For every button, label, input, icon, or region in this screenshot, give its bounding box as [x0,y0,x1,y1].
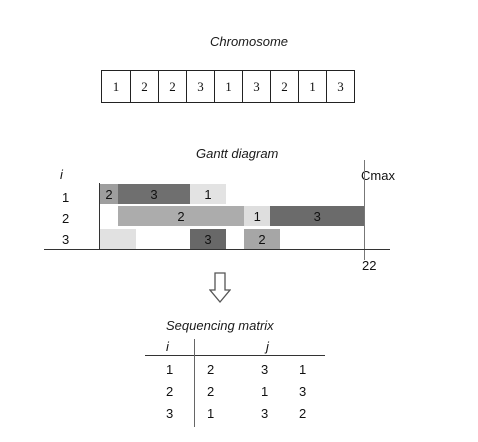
seq-column-separator [194,339,195,427]
gene-cell: 2 [270,71,298,102]
gantt-title: Gantt diagram [196,146,279,161]
seq-row-1-j2: 3 [261,362,269,377]
gantt-bar: 1 [190,184,226,204]
gene-cell: 1 [298,71,326,102]
gantt-bar: 2 [118,206,244,226]
seq-row-1-j1: 2 [207,362,215,377]
seq-row-3-j3: 2 [299,406,307,421]
seq-row-2-j3: 3 [299,384,307,399]
seq-row-2-j2: 1 [261,384,269,399]
gantt-bar: 1 [244,206,271,226]
seq-row-3-j2: 3 [261,406,269,421]
gantt-row-label-1: 1 [62,190,70,205]
gantt-bar: 3 [270,206,364,226]
seq-header-rule [145,355,325,356]
seq-row-2-i: 2 [166,384,174,399]
gantt-bar: 3 [118,184,190,204]
sequencing-title: Sequencing matrix [166,318,274,333]
gene-cell: 2 [130,71,158,102]
seq-col-i-header: i [166,339,169,354]
gene-cell: 3 [242,71,270,102]
seq-col-j-header: j [266,339,269,354]
gantt-bar [100,229,136,249]
cmax-line [364,160,365,260]
gene-cell: 2 [158,71,186,102]
seq-row-1-j3: 1 [299,362,307,377]
gene-cell: 3 [326,71,354,102]
gantt-row-label-3: 3 [62,232,70,247]
gantt-row-axis-label: i [60,167,63,182]
gantt-bar: 3 [190,229,226,249]
cmax-label: Cmax [361,168,395,183]
seq-row-1-i: 1 [166,362,174,377]
chromosome-title: Chromosome [210,34,289,49]
gene-cell: 1 [214,71,242,102]
gantt-row-label-2: 2 [62,211,70,226]
gantt-vertical-axis [99,183,100,250]
seq-row-3-i: 3 [166,406,174,421]
gantt-bar: 2 [244,229,280,249]
gantt-time-axis [44,249,390,250]
gene-cell: 3 [186,71,214,102]
gantt-bar: 2 [100,184,118,204]
gene-cell: 1 [112,78,120,94]
seq-row-3-j1: 1 [207,406,215,421]
seq-row-2-j1: 2 [207,384,215,399]
cmax-value: 22 [362,258,377,273]
down-arrow-icon [209,272,231,304]
